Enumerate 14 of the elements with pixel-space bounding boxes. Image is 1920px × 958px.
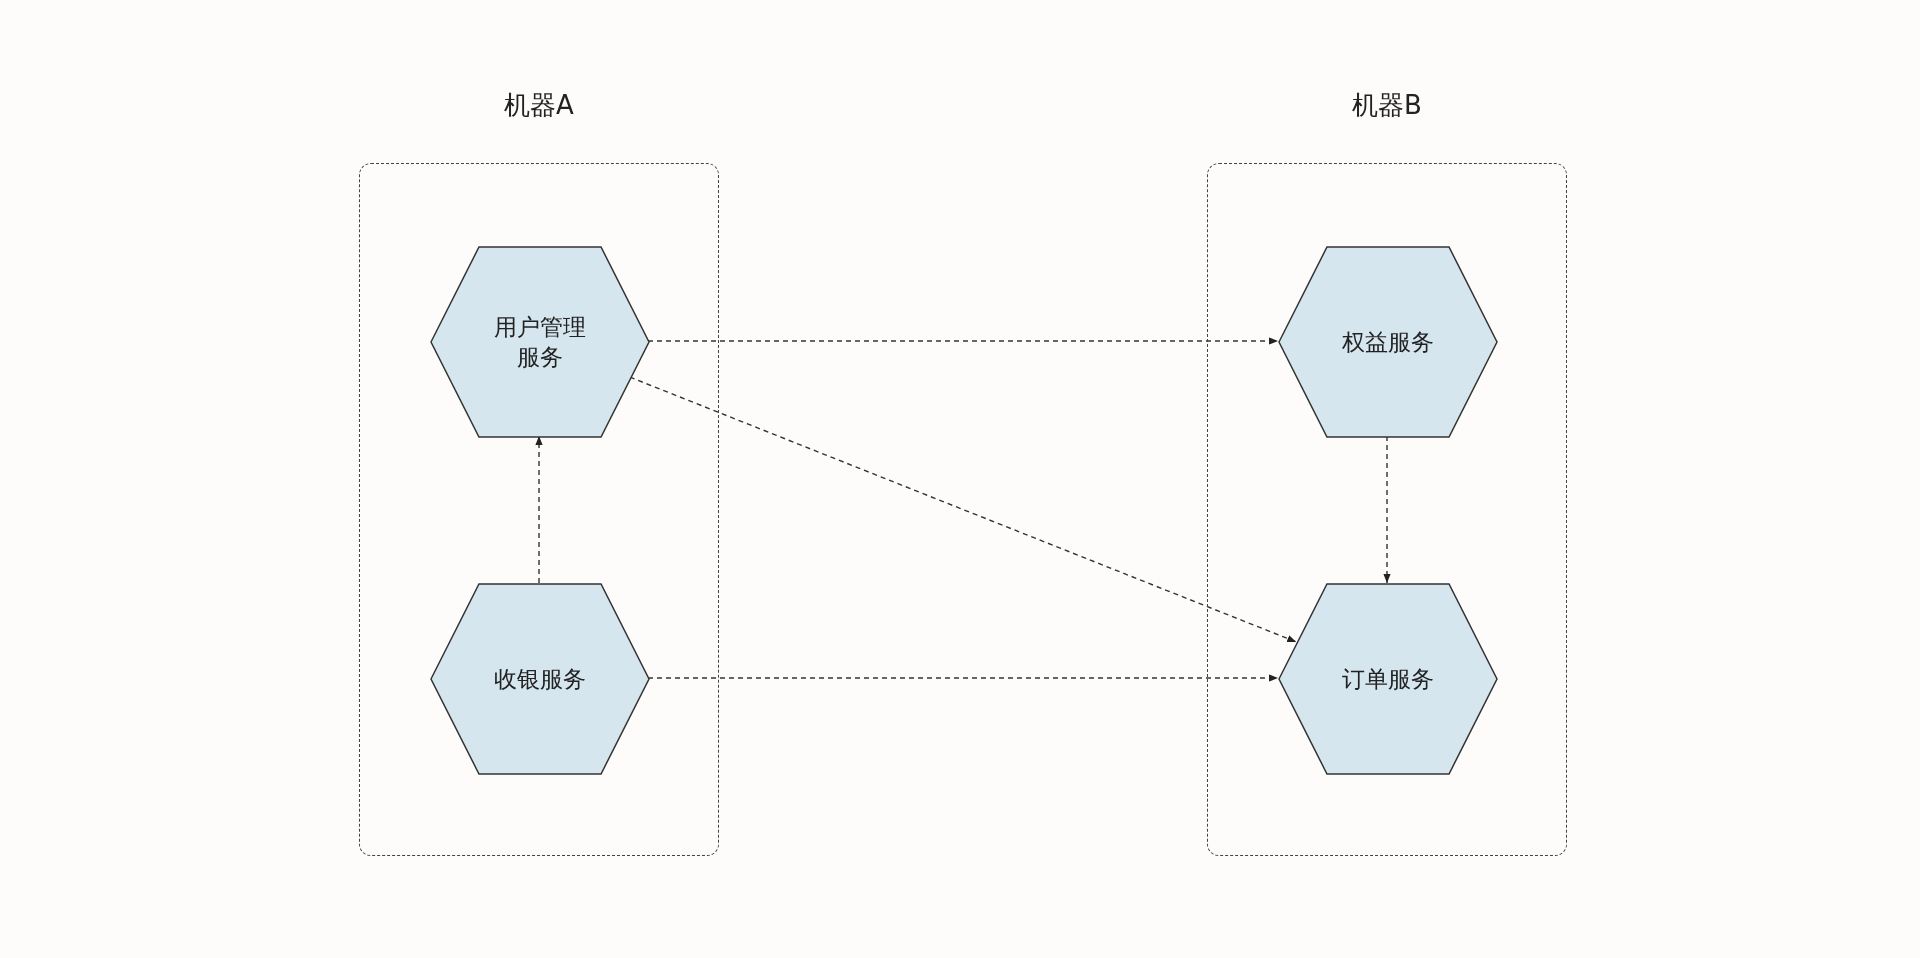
service-label: 订单服务 (1341, 665, 1435, 694)
service-label: 用户管理服务 (493, 313, 587, 372)
service-label: 权益服务 (1341, 328, 1435, 357)
machine-frame (1207, 163, 1567, 856)
service-label: 收银服务 (493, 665, 587, 694)
group-heading: 机器B (1352, 89, 1422, 122)
group-heading: 机器A (504, 89, 574, 122)
service-hexagon (1279, 247, 1497, 437)
machine-frame (359, 163, 719, 856)
service-hexagon (431, 584, 649, 774)
service-hexagon (431, 247, 649, 437)
service-hexagon (1279, 584, 1497, 774)
arrow (647, 674, 1279, 682)
arrow (647, 337, 1279, 345)
